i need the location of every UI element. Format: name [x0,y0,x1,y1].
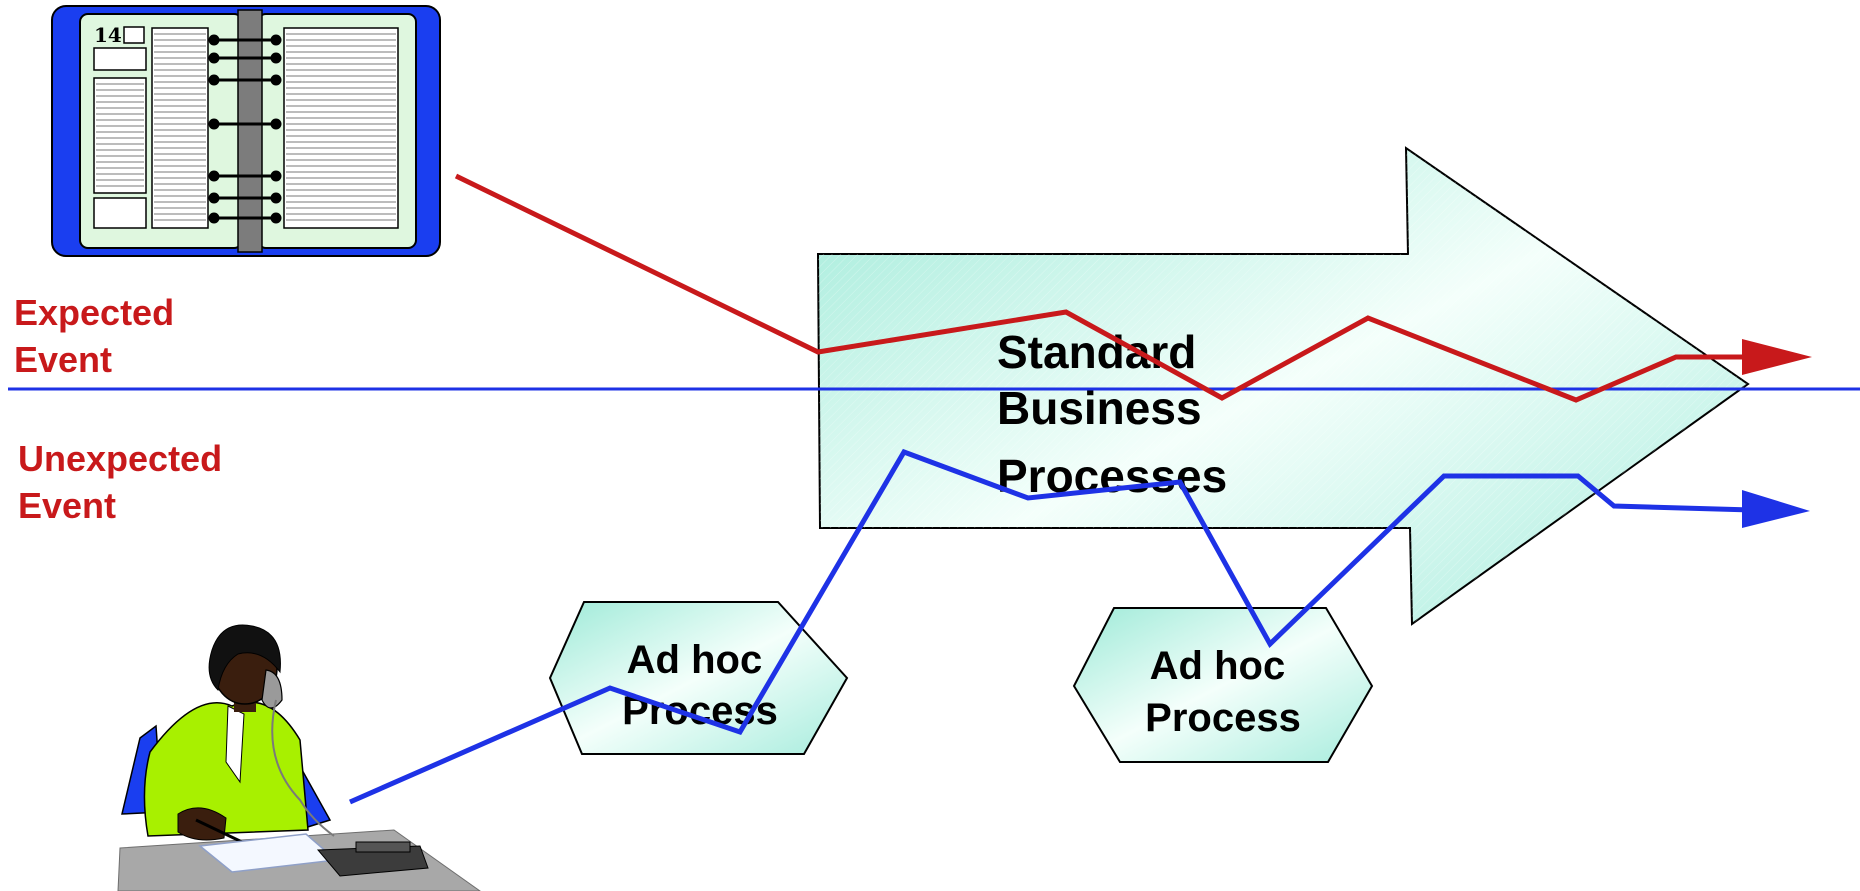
adhoc-process-hexagon-left [548,601,849,755]
svg-text:Expected Event: Expected Event [14,292,184,380]
unexpected-path-arrowhead [1742,490,1810,528]
unexpected-event-path [348,448,1753,805]
adhoc-right-label-line2: Process [1145,696,1301,740]
planner-ring-hole [208,52,220,64]
planner-ring-hole [270,74,282,86]
planner-icon: 14 [51,5,441,257]
planner-ring-hole [208,192,220,204]
svg-text:Standard Business Proc: Standard Business Processes [997,326,1227,502]
planner-ring-hole [270,52,282,64]
expected-event-label-line2: Event [14,339,112,380]
planner-ring-hole [208,34,220,46]
planner-ring-hole [270,192,282,204]
planner-day-number: 14 [94,23,122,47]
expected-path-arrowhead [1742,339,1812,375]
planner-ring-hole [208,170,220,182]
standard-label-line2: Business [997,382,1202,434]
expected-event-label-line1: Expected [14,292,174,333]
adhoc-process-hexagon-right [1072,607,1374,763]
planner-ring-hole [208,118,220,130]
adhoc-left-label-line1: Ad hoc [627,638,763,682]
adhoc-right-label-line1: Ad hoc [1150,644,1286,688]
planner-ring-hole [270,34,282,46]
planner-ring-hole [270,118,282,130]
planner-ring-hole [208,212,220,224]
svg-text:Ad hoc Process: Ad hoc Process [1145,644,1301,740]
svg-text:Unexpected Event: Unexpected Event [18,438,232,526]
unexpected-event-label-line1: Unexpected [18,438,222,479]
planner-ring-hole [270,170,282,182]
standard-label-line1: Standard [997,326,1196,378]
expected-event-path [454,173,1752,403]
woman-on-phone-icon [117,624,481,891]
planner-ring-hole [208,74,220,86]
planner-ring-hole [270,212,282,224]
standard-label-line3: Processes [997,450,1227,502]
unexpected-event-label-line2: Event [18,485,116,526]
